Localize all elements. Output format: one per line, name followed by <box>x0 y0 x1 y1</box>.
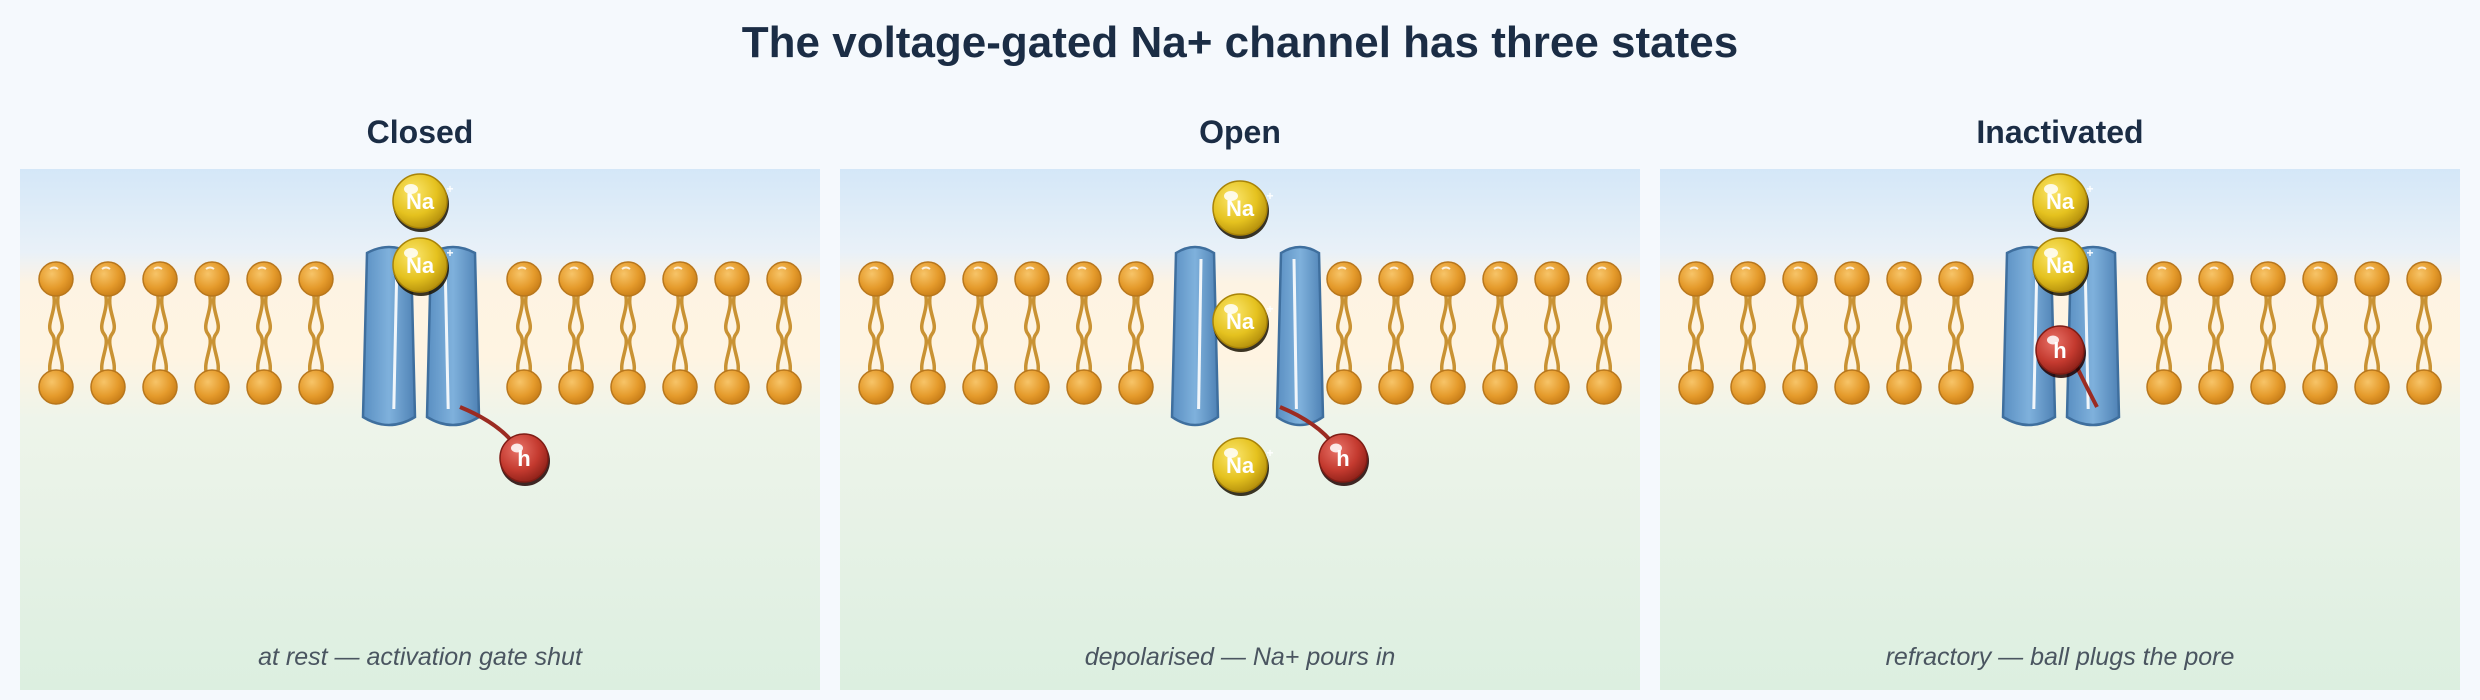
caption-inactivated: refractory — ball plugs the pore <box>1885 643 2235 671</box>
svg-text:Na: Na <box>1226 309 1255 334</box>
svg-text:Na: Na <box>1226 453 1255 478</box>
svg-text:Na: Na <box>406 189 435 214</box>
svg-text:+: + <box>1266 446 1273 460</box>
open-state-diagram: Na + Na + Na + h <box>840 169 1640 690</box>
panel-title-inactivated: Inactivated <box>1976 114 2144 150</box>
svg-text:+: + <box>2086 246 2093 260</box>
panel-open: Na + Na + Na + h depolarised — Na+ pours in <box>840 169 1640 690</box>
inactivation-gate-ball: h <box>1279 405 1369 486</box>
channel-protein <box>1170 245 1325 427</box>
caption-open: depolarised — Na+ pours in <box>1084 643 1396 671</box>
sodium-ion: Na + <box>2032 173 2094 232</box>
channel-protein <box>2001 245 2121 427</box>
closed-state-diagram: Na + Na + h <box>20 169 820 690</box>
sodium-ion: Na + <box>1212 293 1274 352</box>
inactivation-gate-ball: h <box>459 405 550 486</box>
lipid-bilayer <box>1678 261 2442 405</box>
svg-text:Na: Na <box>2046 189 2075 214</box>
lipid-bilayer <box>858 261 1622 405</box>
svg-text:Na: Na <box>2046 253 2075 278</box>
svg-text:+: + <box>2086 182 2093 196</box>
panel-inactivated: Na + Na + h refractory — ball plugs the pore <box>1660 169 2460 690</box>
inactivated-state-diagram: Na + Na + h <box>1660 169 2460 690</box>
svg-text:Na: Na <box>406 253 435 278</box>
panel-closed: Na + Na + h at rest — activation gate shut <box>20 169 820 690</box>
svg-text:h: h <box>1336 446 1349 471</box>
panel-title-open: Open <box>1199 114 1281 150</box>
caption-closed: at rest — activation gate shut <box>258 643 582 671</box>
sodium-ion: Na + <box>1212 180 1274 239</box>
svg-text:+: + <box>1266 302 1273 316</box>
svg-text:+: + <box>446 246 453 260</box>
panel-title-closed: Closed <box>366 114 474 150</box>
sodium-ion: Na + <box>392 173 454 232</box>
sodium-ion: Na + <box>392 237 454 296</box>
svg-text:+: + <box>446 182 453 196</box>
svg-text:Na: Na <box>1226 196 1255 221</box>
sodium-ion: Na + <box>1212 437 1274 496</box>
inactivation-gate-ball: h <box>2035 325 2099 408</box>
svg-text:h: h <box>517 446 530 471</box>
sodium-ion: Na + <box>2032 237 2094 296</box>
page-title: The voltage-gated Na+ channel has three … <box>741 18 1739 67</box>
svg-text:+: + <box>1266 189 1273 203</box>
lipid-bilayer <box>38 261 802 405</box>
svg-text:h: h <box>2053 338 2066 363</box>
channel-protein <box>361 245 481 427</box>
